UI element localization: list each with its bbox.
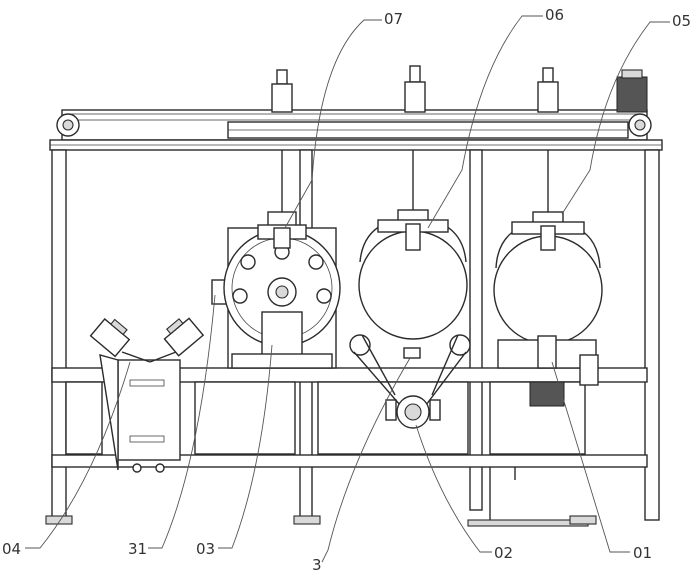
reference-labels: 07 06 05 04 31 03 3 02 01 — [2, 6, 691, 574]
label-07: 07 — [384, 10, 403, 28]
label-3: 3 — [312, 556, 322, 574]
left-unit — [89, 317, 205, 473]
label-05: 05 — [672, 12, 691, 30]
leader-lines — [25, 15, 670, 563]
label-03: 03 — [196, 540, 215, 558]
station-left — [211, 150, 341, 369]
station-middle — [349, 150, 471, 429]
top-conveyor — [49, 69, 663, 151]
label-04: 04 — [2, 540, 21, 558]
label-01: 01 — [633, 544, 652, 562]
top-cylinders — [271, 65, 559, 113]
label-06: 06 — [545, 6, 564, 24]
label-31: 31 — [128, 540, 147, 558]
station-right — [493, 150, 603, 407]
label-02: 02 — [494, 544, 513, 562]
